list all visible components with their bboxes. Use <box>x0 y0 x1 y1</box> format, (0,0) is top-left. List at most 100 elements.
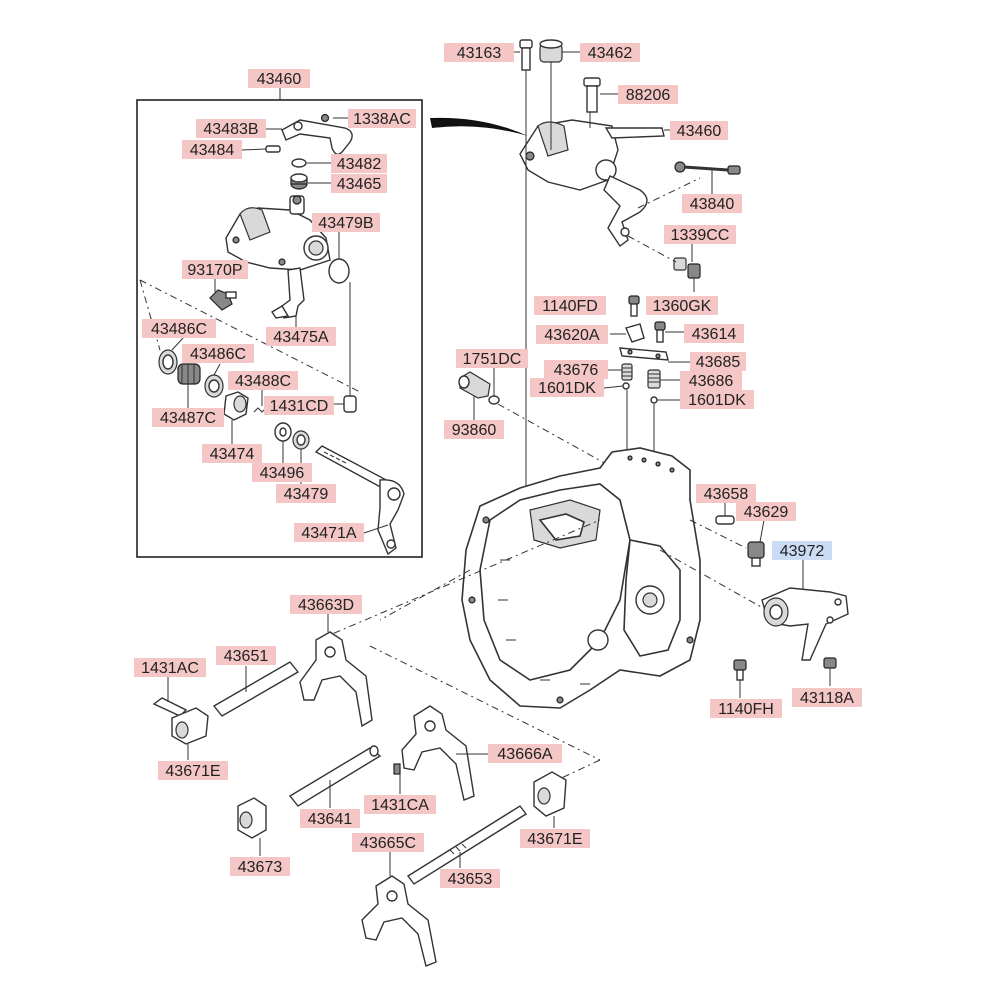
label-43653[interactable]: 43653 <box>440 869 500 888</box>
label-43686[interactable]: 43686 <box>680 371 742 390</box>
washer-43496 <box>274 422 292 463</box>
svg-text:43686: 43686 <box>689 373 734 390</box>
oring-1751dc <box>488 395 500 405</box>
shaft-43471a <box>314 445 405 556</box>
svg-text:43486C: 43486C <box>151 321 207 338</box>
bolt-43629 <box>747 519 765 567</box>
switch-93170p <box>209 279 237 311</box>
svg-text:1360GK: 1360GK <box>653 298 712 315</box>
label-93170p[interactable]: 93170P <box>182 260 248 279</box>
label-43486c-1[interactable]: 43486C <box>142 319 216 338</box>
svg-text:43118A: 43118A <box>800 690 854 707</box>
label-43651[interactable]: 43651 <box>216 646 276 665</box>
label-43482[interactable]: 43482 <box>331 154 387 173</box>
bracket-43972 <box>761 560 849 661</box>
spring-43487c <box>177 363 201 408</box>
label-1431ca[interactable]: 1431CA <box>364 795 436 814</box>
spring-43686 <box>647 369 680 389</box>
svg-text:43474: 43474 <box>210 446 255 463</box>
spring-43676 <box>608 363 633 381</box>
cap-43462 <box>539 39 580 63</box>
label-93860[interactable]: 93860 <box>444 420 504 439</box>
lug-43673 <box>237 797 267 856</box>
label-43673[interactable]: 43673 <box>230 857 290 876</box>
svg-text:43475A: 43475A <box>273 329 328 346</box>
label-43663d[interactable]: 43663D <box>290 595 362 614</box>
label-1140fh[interactable]: 1140FH <box>710 699 782 718</box>
label-1431ac[interactable]: 1431AC <box>134 658 206 677</box>
label-43840[interactable]: 43840 <box>682 194 742 213</box>
label-43488c[interactable]: 43488C <box>228 371 298 390</box>
label-43163[interactable]: 43163 <box>444 43 514 62</box>
svg-text:43484: 43484 <box>190 142 235 159</box>
svg-text:43665C: 43665C <box>360 835 416 852</box>
label-1431cd[interactable]: 1431CD <box>264 396 334 415</box>
label-43685[interactable]: 43685 <box>690 352 746 371</box>
transmission-case <box>461 447 701 709</box>
fork-43665c <box>361 852 437 967</box>
label-1339cc[interactable]: 1339CC <box>664 225 736 244</box>
label-43665c[interactable]: 43665C <box>352 833 424 852</box>
bolt-1140fd <box>628 295 640 317</box>
svg-text:43620A: 43620A <box>544 327 599 344</box>
rail-43653 <box>406 805 528 885</box>
label-43118a[interactable]: 43118A <box>792 688 862 707</box>
pin-1431ac <box>152 677 188 717</box>
seal-43486c-1 <box>158 337 184 375</box>
svg-text:43163: 43163 <box>457 45 502 62</box>
fork-43666a <box>401 705 488 801</box>
label-88206[interactable]: 88206 <box>618 85 678 104</box>
label-43486c-2[interactable]: 43486C <box>182 344 254 363</box>
label-43676[interactable]: 43676 <box>544 360 608 379</box>
label-43496[interactable]: 43496 <box>252 463 312 482</box>
label-43671e-1[interactable]: 43671E <box>158 761 228 780</box>
svg-text:43673: 43673 <box>238 859 283 876</box>
label-43471a[interactable]: 43471A <box>294 523 364 542</box>
svg-text:43479: 43479 <box>284 486 329 503</box>
label-43474[interactable]: 43474 <box>202 444 262 463</box>
bolt-1140fh <box>733 659 747 698</box>
label-1140fd[interactable]: 1140FD <box>534 296 606 315</box>
label-1601dk-1[interactable]: 1601DK <box>530 378 604 397</box>
label-43460-inset[interactable]: 43460 <box>248 69 310 88</box>
label-43666a[interactable]: 43666A <box>488 744 562 763</box>
seal-43486c-2 <box>204 363 224 398</box>
label-1601dk-2[interactable]: 1601DK <box>680 390 754 409</box>
label-43479[interactable]: 43479 <box>276 484 336 503</box>
svg-text:43840: 43840 <box>690 196 735 213</box>
label-43629[interactable]: 43629 <box>736 502 796 521</box>
lug-43671e-1 <box>171 707 209 760</box>
label-43614[interactable]: 43614 <box>684 324 744 343</box>
label-1360gk[interactable]: 1360GK <box>646 296 718 315</box>
label-43462[interactable]: 43462 <box>580 43 640 62</box>
bushing-43479 <box>292 430 310 484</box>
label-43460-installed[interactable]: 43460 <box>670 121 728 140</box>
label-43641[interactable]: 43641 <box>300 809 360 828</box>
label-43484[interactable]: 43484 <box>182 140 242 159</box>
label-43671e-2[interactable]: 43671E <box>520 829 590 848</box>
bolt-43614 <box>654 321 684 343</box>
svg-text:43496: 43496 <box>260 465 305 482</box>
svg-text:43465: 43465 <box>337 176 382 193</box>
label-43475a[interactable]: 43475A <box>266 327 336 346</box>
svg-text:43671E: 43671E <box>165 763 220 780</box>
label-43658[interactable]: 43658 <box>696 484 756 503</box>
label-43620a[interactable]: 43620A <box>536 325 608 344</box>
svg-text:1338AC: 1338AC <box>353 111 411 128</box>
label-1338ac[interactable]: 1338AC <box>348 109 416 128</box>
label-1751dc[interactable]: 1751DC <box>456 349 528 368</box>
label-43479b[interactable]: 43479B <box>312 213 380 232</box>
label-43972[interactable]: 43972 <box>772 541 832 560</box>
svg-text:43658: 43658 <box>704 486 749 503</box>
oring-43479b <box>328 258 350 284</box>
label-43465[interactable]: 43465 <box>331 174 387 193</box>
svg-text:43651: 43651 <box>224 648 269 665</box>
pin-1431ca <box>393 763 401 794</box>
svg-text:1431CA: 1431CA <box>371 797 429 814</box>
label-43487c[interactable]: 43487C <box>152 408 224 427</box>
svg-text:93170P: 93170P <box>187 262 242 279</box>
lever-43483b <box>281 113 353 155</box>
rail-43651 <box>212 661 300 717</box>
label-43483b[interactable]: 43483B <box>196 119 266 138</box>
